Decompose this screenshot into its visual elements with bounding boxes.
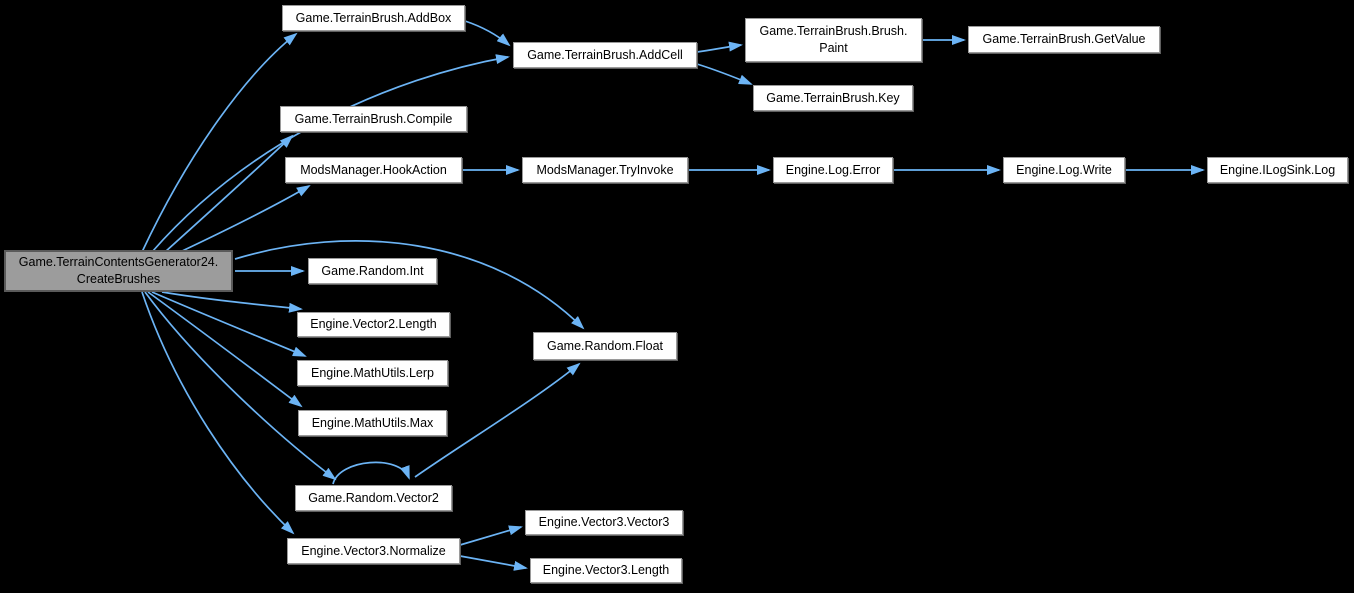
edge-addcell-to-key [696,63,753,85]
edge-createbrushes-to-lerp [151,291,307,357]
edge-createbrushes-to-max [147,291,303,408]
node-addbox[interactable]: Game.TerrainBrush.AddBox [282,5,465,31]
node-label: ModsManager.HookAction [300,162,447,177]
node-createbrushes: Game.TerrainContentsGenerator24. CreateB… [4,250,233,292]
node-label: Engine.Log.Error [785,162,881,177]
node-label: Engine.Log.Write [1016,162,1112,177]
edge-normalize-to-v3length [459,555,528,571]
edge-createbrushes-to-addbox [141,32,298,253]
node-randomint[interactable]: Game.Random.Int [308,258,437,284]
edge-createbrushes-to-randomvector2 [144,291,337,481]
node-randomvector2[interactable]: Game.Random.Vector2 [295,485,452,511]
edge-normalize-to-v3vector3 [459,525,523,546]
node-v3vector3[interactable]: Engine.Vector3.Vector3 [525,510,683,535]
edge-createbrushes-to-compile [164,134,294,253]
node-label: ModsManager.TryInvoke [536,162,674,177]
node-hookaction[interactable]: ModsManager.HookAction [285,157,462,183]
node-label: Game.TerrainBrush.AddCell [527,47,683,62]
node-label: Game.TerrainBrush.GetValue [982,32,1146,46]
node-ilogsink[interactable]: Engine.ILogSink.Log [1207,157,1348,183]
edge-addbox-to-addcell [464,20,511,47]
node-lerp[interactable]: Engine.MathUtils.Lerp [297,360,448,386]
node-label: Game.TerrainContentsGenerator24. CreateB… [18,255,219,286]
edge-createbrushes-to-normalize [141,291,295,535]
node-tryinvoke[interactable]: ModsManager.TryInvoke [522,157,688,183]
node-key[interactable]: Game.TerrainBrush.Key [753,85,913,111]
node-label: Engine.MathUtils.Max [311,415,434,430]
node-normalize[interactable]: Engine.Vector3.Normalize [287,538,460,564]
node-label: Game.TerrainBrush.Brush. Paint [759,24,908,55]
edge-createbrushes-to-randomfloat [234,240,585,330]
node-logerror[interactable]: Engine.Log.Error [773,157,893,183]
node-label: Engine.Vector3.Length [542,563,670,577]
node-label: Engine.Vector3.Vector3 [538,515,670,529]
node-label: Game.TerrainBrush.Key [766,90,900,105]
edge-addcell-to-brushpaint [696,41,743,53]
edge-randomvector2-to-randomvector2 [332,461,410,485]
node-addcell[interactable]: Game.TerrainBrush.AddCell [513,42,697,68]
node-label: Engine.Vector2.Length [310,317,437,331]
edge-createbrushes-to-hookaction [179,184,311,253]
node-label: Game.Random.Float [546,338,664,353]
node-label: Game.TerrainBrush.AddBox [295,10,452,25]
node-label: Game.Random.Int [321,263,424,278]
node-max[interactable]: Engine.MathUtils.Max [298,410,447,436]
node-v3length[interactable]: Engine.Vector3.Length [530,558,682,583]
node-label: Engine.Vector3.Normalize [301,543,446,558]
node-label: Game.TerrainBrush.Compile [294,111,453,126]
node-randomfloat[interactable]: Game.Random.Float [533,332,677,360]
node-label: Game.Random.Vector2 [308,490,439,505]
node-getvalue[interactable]: Game.TerrainBrush.GetValue [968,26,1160,53]
edge-createbrushes-to-v2length [161,291,303,313]
node-v2length[interactable]: Engine.Vector2.Length [297,312,450,337]
edge-createbrushes-to-addcell [151,54,510,253]
node-compile[interactable]: Game.TerrainBrush.Compile [280,106,467,132]
node-logwrite[interactable]: Engine.Log.Write [1003,157,1125,183]
node-label: Engine.MathUtils.Lerp [311,365,434,380]
edge-randomvector2-to-randomfloat [414,362,581,478]
node-label: Engine.ILogSink.Log [1219,162,1336,177]
node-brushpaint[interactable]: Game.TerrainBrush.Brush. Paint [745,18,922,62]
